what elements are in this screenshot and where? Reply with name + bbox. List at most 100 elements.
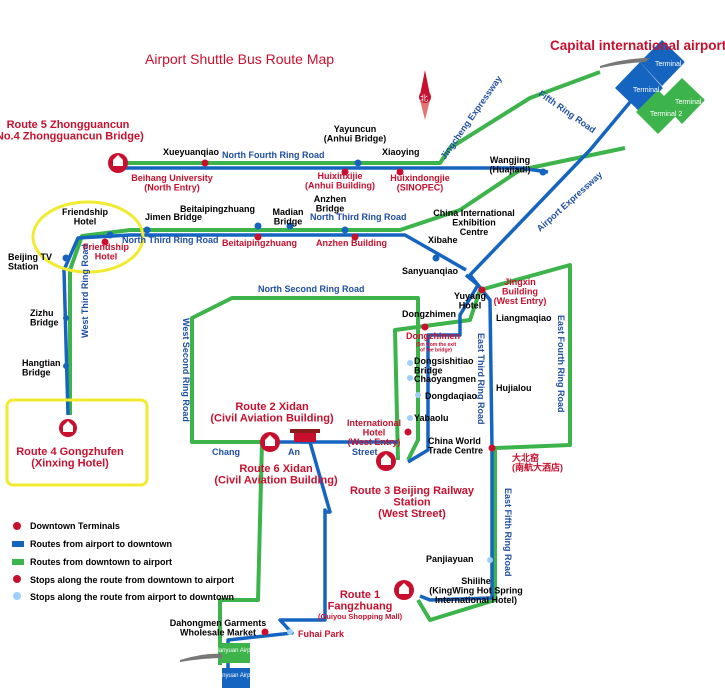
stop-labels: Xueyuanqiao Yayuncun(Anhui Bridge) Xiaoy… <box>8 124 563 639</box>
road-airport-exp: Airport Expressway <box>535 169 605 233</box>
legend-blue-stop-icon <box>13 592 21 600</box>
route-labels: Route 5 Zhongguancun(No.4 Zhongguancun B… <box>0 119 475 621</box>
stop-dot <box>354 159 362 167</box>
legend-stops-to-airport: Stops along the route from downtown to a… <box>30 575 234 585</box>
stop-panjiayuan: Panjiayuan <box>426 554 474 564</box>
stop-fuhai: Fuhai Park <box>298 629 345 639</box>
stop-dongzhimen-red: Dongzhimen <box>406 331 460 341</box>
nanyuan-2-label: Nanyuan Airport <box>214 673 257 679</box>
road-chang: Chang <box>212 447 240 457</box>
tiananmen-icon <box>294 432 316 442</box>
road-north-second: North Second Ring Road <box>258 284 365 294</box>
airport-terminals: Terminal 1 Terminal 2 Terminal 1 Termina… <box>615 40 707 134</box>
stop-liangmaqiao: Liangmaqiao <box>496 313 552 323</box>
road-labels: North Fourth Ring Road North Third Ring … <box>80 74 604 577</box>
legend-downtown-terminals: Downtown Terminals <box>30 521 120 531</box>
stop-dot <box>143 226 151 234</box>
tiananmen-roof-icon <box>290 429 320 433</box>
route5-label: Route 5 Zhongguancun(No.4 Zhongguancun B… <box>0 119 144 143</box>
terminal-t1-label: Terminal 1 <box>633 87 665 94</box>
stop-jimen: Jimen Bridge <box>145 212 202 222</box>
compass-tail-icon <box>420 100 430 120</box>
compass-center-icon <box>419 91 431 103</box>
route-markers <box>59 153 414 600</box>
route5-green-line <box>118 70 601 165</box>
stop-dot <box>432 254 440 262</box>
legend-terminal-icon <box>13 522 21 530</box>
road-street: Street <box>352 447 378 457</box>
routes-to-airport <box>68 70 626 665</box>
stop-dongzhimen-blk: Dongzhimen <box>402 309 456 319</box>
compass: 北 <box>419 70 431 120</box>
nanyuan-1-label: Nanyuan Airport <box>214 648 257 654</box>
legend-to-downtown-swatch <box>12 541 24 547</box>
stop-sanyuanqiao: Sanyuanqiao <box>402 266 459 276</box>
stop-dongdaqiao: Dongdaqiao <box>425 391 477 401</box>
friendship-highlight <box>31 200 145 274</box>
stop-dot <box>341 226 349 234</box>
stop-dot <box>286 222 294 230</box>
airplane-icon-top <box>600 58 650 68</box>
terminal-t3 <box>660 78 705 124</box>
route2-label: Route 2 Xidan(Civil Aviation Building) <box>210 401 334 425</box>
legend-stops-from-airport: Stops along the route from airport to do… <box>30 592 234 602</box>
stop-dot <box>404 428 412 436</box>
legend: Downtown Terminals Routes from airport t… <box>12 521 234 602</box>
route4-green-line <box>68 146 626 415</box>
legend-red-stop-icon <box>13 575 21 583</box>
terminal-t2-label: Terminal 2 <box>655 61 687 68</box>
stop-anzhen-building: Anzhen Building <box>316 238 387 248</box>
legend-to-airport: Routes from downtown to airport <box>30 557 172 567</box>
stop-dot <box>101 238 109 246</box>
route6-green-line <box>218 441 264 665</box>
road-north-third-w: North Third Ring Road <box>122 235 219 245</box>
road-east-fourth: East Fourth Ring Road <box>556 315 566 413</box>
road-north-fourth: North Fourth Ring Road <box>222 150 324 160</box>
stop-wangjing: Wangjing(Huajiadi) <box>489 155 530 175</box>
route4-highlight <box>5 398 149 487</box>
stop-dot <box>106 231 114 239</box>
stop-dot <box>63 315 69 321</box>
route1-sub-label: (Guiyou Shopping Mall) <box>318 612 403 621</box>
stop-dot <box>488 444 496 452</box>
stop-dot <box>261 628 269 636</box>
compass-label: 北 <box>420 94 428 103</box>
route4-label: Route 4 Gongzhufen(Xinxing Hotel) <box>16 446 124 470</box>
road-west-third: West Third Ring Road <box>80 244 90 338</box>
stop-hujialou: Hujialou <box>496 383 532 393</box>
nanyuan-box-1 <box>222 643 250 663</box>
route6-blue-line <box>226 440 332 678</box>
route2-green-line <box>190 296 420 461</box>
stop-dot <box>351 233 359 241</box>
stop-xibahe: Xibahe <box>428 235 458 245</box>
map-title: Airport Shuttle Bus Route Map <box>145 51 334 67</box>
stop-dot <box>487 557 493 563</box>
nanyuan-box-2 <box>222 668 250 688</box>
stop-dot <box>201 159 209 167</box>
stop-dot <box>415 392 421 398</box>
stop-chaoyangmen: Chaoyangmen <box>414 374 476 384</box>
stop-dot <box>63 363 69 369</box>
road-east-third: East Third Ring Road <box>476 333 486 425</box>
stop-beihang: Beihang University(North Entry) <box>131 173 213 193</box>
airplane-icon-bottom <box>180 653 228 662</box>
stop-dot <box>539 168 547 176</box>
terminal-t4-label: Terminal 2 <box>650 111 682 118</box>
legend-to-airport-swatch <box>12 559 24 565</box>
route6-label: Route 6 Xidan(Civil Aviation Building) <box>214 463 338 487</box>
